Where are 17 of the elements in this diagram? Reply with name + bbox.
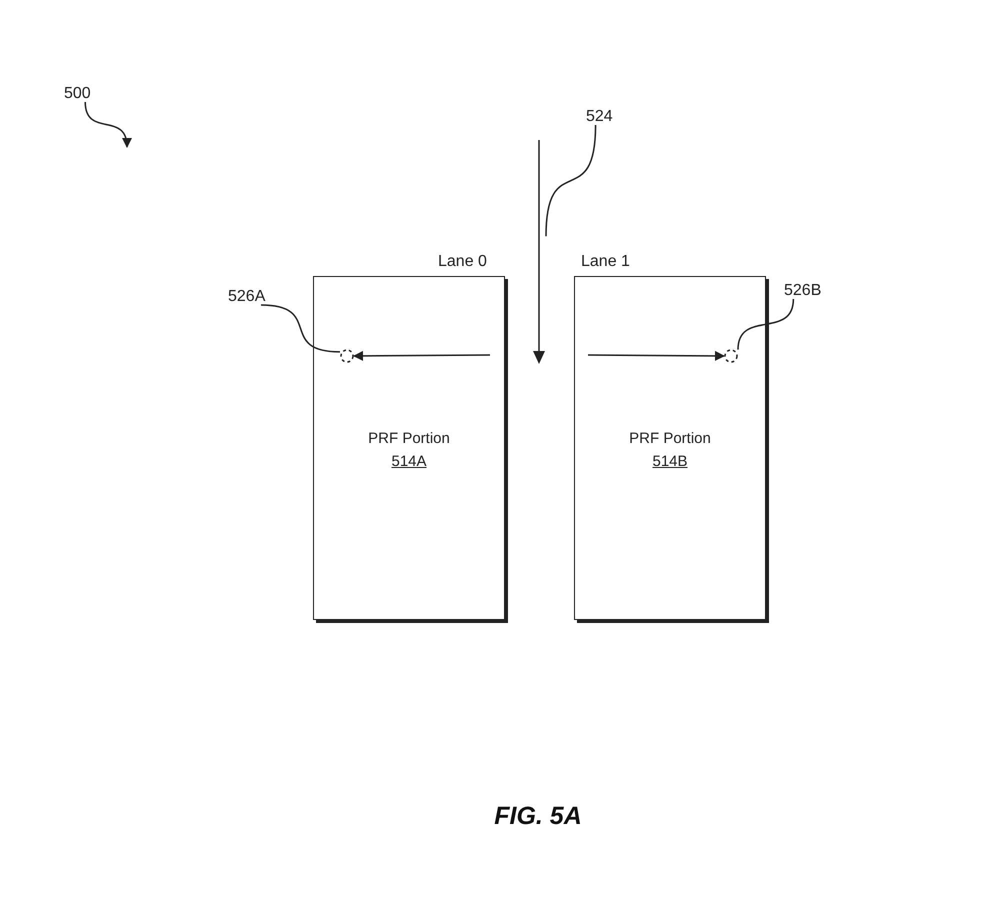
callout-number: 524 [586, 108, 613, 125]
portion-label: PRF Portion [629, 430, 711, 447]
reference-number: 514B [652, 453, 688, 470]
callout-number: 500 [64, 85, 91, 102]
callout-number: 526B [784, 282, 822, 299]
leader-line [260, 304, 340, 353]
leader-line [737, 298, 794, 350]
arrow [588, 350, 725, 361]
portion-label: PRF Portion [368, 430, 450, 447]
callout-number: 526A [228, 288, 266, 305]
lane-label: Lane 0 [438, 253, 487, 271]
figure-caption: FIG. 5A [494, 802, 582, 831]
lane-label: Lane 1 [581, 253, 630, 271]
reference-number: 514A [391, 453, 427, 470]
leader-line [545, 124, 596, 236]
arrow [353, 350, 490, 361]
leader-line [84, 102, 132, 148]
